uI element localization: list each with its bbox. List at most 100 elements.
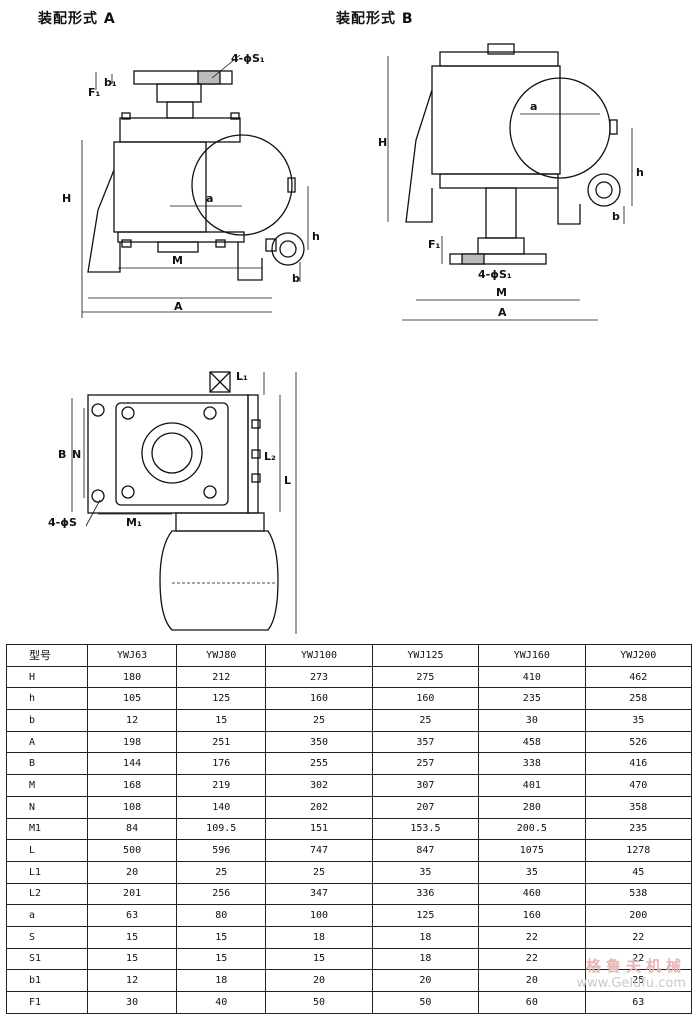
table-cell: A — [6, 730, 88, 754]
table-cell: 18 — [371, 947, 480, 971]
table-cell: 15 — [86, 925, 178, 949]
table-cell: 140 — [176, 795, 267, 819]
table-cell: 22 — [478, 947, 586, 971]
table-cell: 526 — [584, 730, 693, 754]
label-f1-b: F₁ — [428, 238, 441, 251]
table-cell: 458 — [478, 730, 586, 754]
label-b-b: b — [612, 210, 620, 223]
table-cell: 108 — [86, 795, 178, 819]
table-header-cell: YWJ125 — [371, 644, 480, 667]
table-cell: 22 — [478, 925, 586, 949]
table-cell: H — [6, 665, 88, 689]
watermark: 格鲁夫机械 www.Gelufu.com — [577, 955, 686, 991]
table-cell: 180 — [86, 665, 178, 689]
watermark-cn: 格鲁夫机械 — [585, 957, 686, 975]
table-cell: 596 — [176, 839, 267, 862]
table-cell: 235 — [478, 687, 586, 711]
table-cell: 338 — [478, 752, 586, 776]
table-cell: 202 — [265, 795, 373, 819]
table-cell: 357 — [371, 730, 480, 754]
table-cell: 25 — [265, 709, 373, 732]
table-cell: 35 — [584, 709, 693, 732]
table-cell: 200 — [584, 904, 693, 927]
table-cell: 273 — [265, 665, 373, 689]
table-cell: 538 — [584, 882, 693, 906]
label-s-top: 4-ϕS — [48, 516, 77, 529]
table-cell: 125 — [176, 687, 267, 711]
table-cell: 258 — [584, 687, 693, 711]
table-cell: 20 — [265, 969, 373, 992]
table-cell: M — [6, 774, 88, 797]
table-cell: 302 — [265, 774, 373, 797]
table-cell: 25 — [371, 709, 480, 732]
technical-drawings: 4-ϕS₁ b₁ F₁ H a h b M A H a h b F₁ 4-ϕS₁… — [48, 43, 644, 634]
label-s1-a: 4-ϕS₁ — [231, 52, 265, 65]
table-cell: L — [6, 839, 88, 862]
label-l1: L₁ — [236, 370, 248, 383]
table-cell: 105 — [86, 687, 178, 711]
table-cell: 25 — [176, 860, 267, 884]
table-cell: S — [6, 925, 88, 949]
label-s1-b: 4-ϕS₁ — [478, 268, 512, 281]
label-n-top: N — [72, 448, 81, 461]
table-cell: 847 — [371, 839, 480, 862]
table-cell: 256 — [176, 882, 267, 906]
table-cell: 160 — [265, 687, 373, 711]
table-cell: 257 — [371, 752, 480, 776]
table-cell: 200.5 — [478, 817, 586, 841]
table-cell: 63 — [86, 904, 178, 927]
table-cell: 1075 — [478, 839, 586, 862]
table-header-cell: YWJ200 — [584, 644, 693, 667]
table-cell: b — [6, 709, 88, 732]
spec-table: 型号 YWJ63 YWJ80 YWJ100 YWJ125 YWJ160 YWJ2… — [6, 644, 693, 1014]
label-m-a: M — [172, 254, 183, 267]
table-cell: 275 — [371, 665, 480, 689]
table-cell: 219 — [176, 774, 267, 797]
table-cell: B — [6, 752, 88, 776]
table-cell: 50 — [265, 991, 373, 1014]
table-cell: 153.5 — [371, 817, 480, 841]
label-b-a: b — [292, 272, 300, 285]
label-a-dim-b: A — [498, 306, 507, 319]
table-cell: 12 — [86, 969, 178, 992]
label-a-b: a — [530, 100, 537, 113]
table-cell: 18 — [371, 925, 480, 949]
table-cell: 20 — [86, 860, 178, 884]
table-cell: 347 — [265, 882, 373, 906]
table-cell: h — [6, 687, 88, 711]
table-cell: 20 — [478, 969, 586, 992]
table-header-cell: 型号 — [6, 644, 88, 667]
table-cell: 255 — [265, 752, 373, 776]
table-header-cell: YWJ80 — [176, 644, 267, 667]
table-cell: 151 — [265, 817, 373, 841]
table-cell: 500 — [86, 839, 178, 862]
table-cell: 358 — [584, 795, 693, 819]
table-cell: M1 — [6, 817, 88, 841]
table-cell: 35 — [371, 860, 480, 884]
label-a-a: a — [206, 192, 213, 205]
table-cell: F1 — [6, 991, 88, 1014]
table-cell: 109.5 — [176, 817, 267, 841]
table-cell: 22 — [584, 925, 693, 949]
table-cell: 251 — [176, 730, 267, 754]
drawing-assembly-a — [81, 54, 309, 318]
table-cell: 747 — [265, 839, 373, 862]
label-f1-a: F₁ — [88, 86, 101, 99]
table-header-row: 型号 YWJ63 YWJ80 YWJ100 YWJ125 YWJ160 YWJ2… — [6, 644, 693, 667]
watermark-url: www.Gelufu.com — [576, 976, 686, 991]
table-cell: 235 — [584, 817, 693, 841]
table-cell: 280 — [478, 795, 586, 819]
table-cell: 125 — [371, 904, 480, 927]
table-cell: 18 — [265, 925, 373, 949]
table-cell: L2 — [6, 882, 88, 906]
table-cell: 35 — [478, 860, 586, 884]
